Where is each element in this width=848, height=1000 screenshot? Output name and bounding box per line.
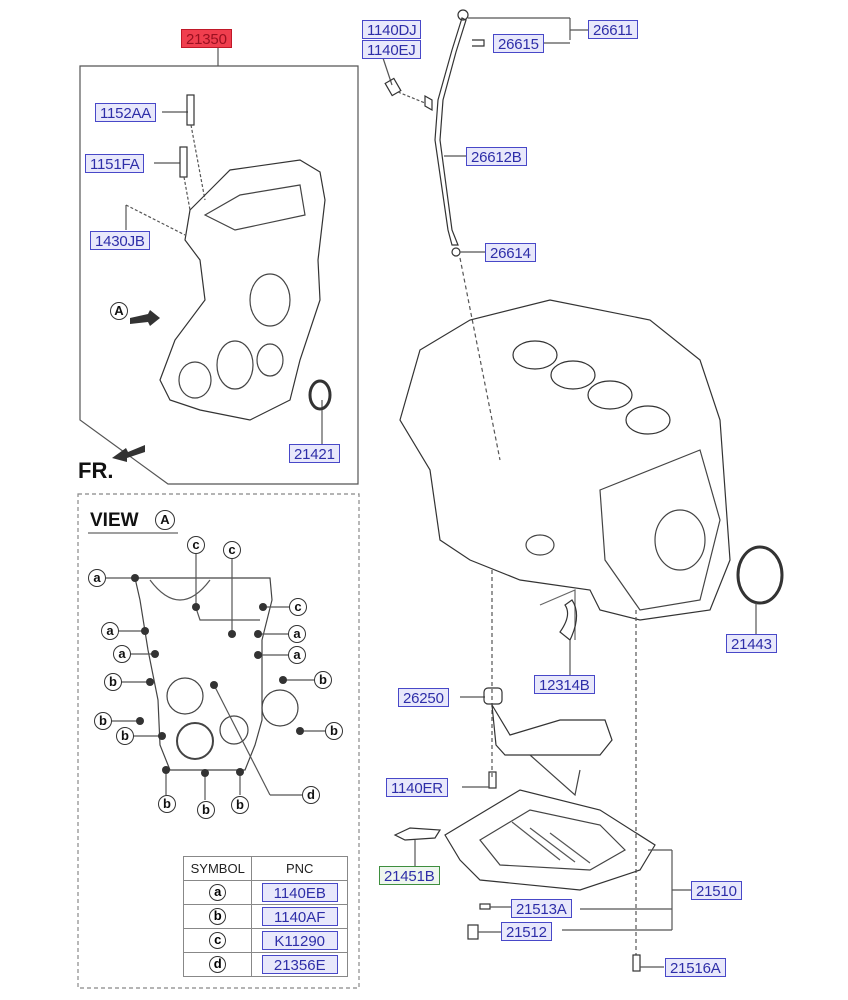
- callout-a: a: [101, 622, 119, 640]
- table-row: a 1140EB: [182, 880, 348, 905]
- view-title-circle: A: [155, 510, 175, 530]
- callout-a: a: [288, 646, 306, 664]
- pnc-1140AF[interactable]: 1140AF: [261, 907, 338, 926]
- table-header-row: SYMBOL PNC: [182, 856, 348, 881]
- pnc-21356E[interactable]: 21356E: [261, 955, 338, 974]
- callout-b: b: [314, 671, 332, 689]
- timing-cover-frame: [79, 48, 359, 485]
- table-row: c K11290: [182, 928, 348, 953]
- part-26611[interactable]: 26611: [588, 20, 638, 39]
- view-a-frame: [77, 493, 360, 989]
- part-21451B[interactable]: 21451B: [379, 866, 440, 885]
- part-26250[interactable]: 26250: [398, 688, 449, 707]
- callout-b: b: [325, 722, 343, 740]
- callout-a: a: [88, 569, 106, 587]
- view-a-cover: [134, 577, 273, 771]
- part-1430JB[interactable]: 1430JB: [90, 231, 150, 250]
- symbol-a: a: [209, 884, 227, 901]
- header-symbol: SYMBOL: [182, 856, 253, 881]
- part-1151FA[interactable]: 1151FA: [85, 154, 145, 173]
- view-a-marker: A: [110, 302, 128, 320]
- pnc-K11290[interactable]: K11290: [261, 931, 338, 950]
- part-21350[interactable]: 21350: [181, 29, 232, 48]
- callout-d: d: [302, 786, 320, 804]
- part-26614[interactable]: 26614: [485, 243, 536, 262]
- symbol-c: c: [209, 932, 227, 949]
- part-21443[interactable]: 21443: [726, 634, 777, 653]
- callout-a: a: [288, 625, 306, 643]
- part-1140ER[interactable]: 1140ER: [386, 778, 448, 797]
- view-arrow-icon: [130, 310, 160, 326]
- dipstick-tube: [434, 17, 467, 246]
- part-21516A[interactable]: 21516A: [665, 958, 726, 977]
- callout-b: b: [158, 795, 176, 813]
- view-title: VIEW: [90, 510, 139, 531]
- callout-b: b: [197, 801, 215, 819]
- part-1152AA[interactable]: 1152AA: [95, 103, 157, 122]
- part-21510[interactable]: 21510: [691, 881, 742, 900]
- callout-a: a: [113, 645, 131, 663]
- header-pnc: PNC: [251, 856, 348, 881]
- part-21421[interactable]: 21421: [289, 444, 340, 463]
- front-label: FR.: [78, 458, 114, 483]
- timing-cover: [159, 159, 326, 421]
- part-26612B[interactable]: 26612B: [466, 147, 527, 166]
- part-12314B[interactable]: 12314B: [534, 675, 595, 694]
- engine-block: [399, 299, 731, 621]
- callout-b: b: [94, 712, 112, 730]
- table-row: b 1140AF: [182, 904, 348, 929]
- callout-b: b: [104, 673, 122, 691]
- symbol-b: b: [209, 908, 227, 925]
- callout-c: c: [223, 541, 241, 559]
- pnc-1140EB[interactable]: 1140EB: [261, 883, 338, 902]
- symbol-table: SYMBOL PNC a 1140EB b 1140AF c K11290 d …: [182, 856, 348, 977]
- part-1140EJ[interactable]: 1140EJ: [362, 40, 421, 59]
- part-26615[interactable]: 26615: [493, 34, 544, 53]
- callout-c: c: [289, 598, 307, 616]
- callout-b: b: [231, 796, 249, 814]
- callout-b: b: [116, 727, 134, 745]
- part-21512[interactable]: 21512: [501, 922, 552, 941]
- front-arrow-icon: [112, 445, 145, 462]
- part-1140DJ[interactable]: 1140DJ: [362, 20, 422, 39]
- oil-pan: [444, 789, 656, 891]
- symbol-d: d: [209, 956, 227, 973]
- part-21513A[interactable]: 21513A: [511, 899, 572, 918]
- oil-strainer: [491, 704, 613, 756]
- callout-c: c: [187, 536, 205, 554]
- table-row: d 21356E: [182, 952, 348, 977]
